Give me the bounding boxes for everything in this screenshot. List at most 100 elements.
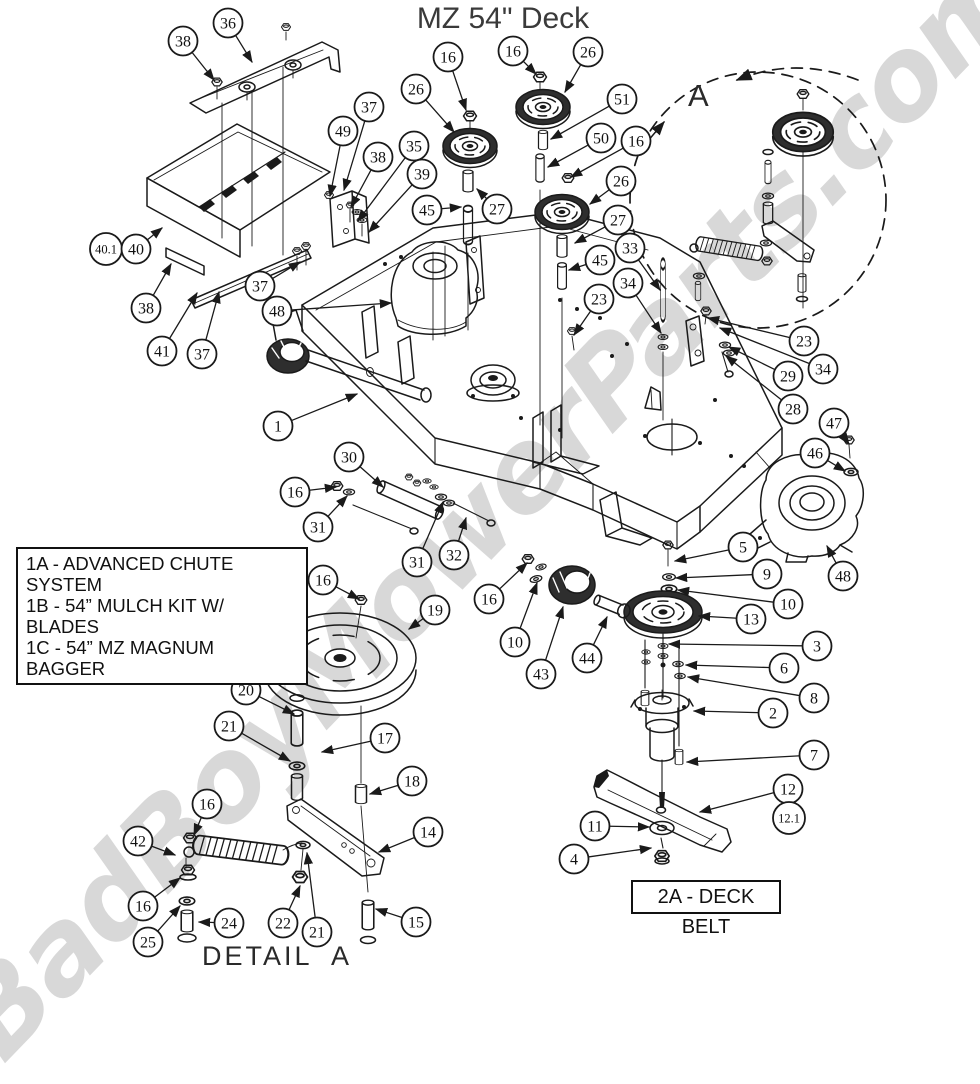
diagram-title: MZ 54" Deck: [383, 2, 623, 36]
callout-label-32: 32: [446, 548, 462, 565]
detail-idler-arm: [762, 221, 814, 262]
spindle-pulley: [624, 591, 702, 638]
spindle-housing: [631, 690, 693, 761]
leader-31: [423, 502, 443, 548]
detail-a-label: DETAIL A: [202, 941, 352, 972]
callout-label-31: 31: [310, 520, 326, 537]
leader-16: [500, 563, 527, 588]
deck-roller: [522, 555, 632, 620]
callout-label-16: 16: [199, 797, 215, 814]
callout-label-21: 21: [221, 719, 237, 736]
leader-38: [193, 53, 214, 80]
callout-label-42: 42: [130, 834, 146, 851]
parts-diagram: 3638162637493835394516265150162627274533…: [0, 0, 980, 980]
callout-label-34: 34: [815, 362, 831, 379]
deck-body: [302, 212, 782, 549]
legend-line-1c: 1C - 54” MZ MAGNUM BAGGER: [26, 637, 298, 679]
callout-label-10: 10: [507, 635, 523, 652]
callout-label-3: 3: [813, 639, 821, 656]
callout-label-16: 16: [505, 44, 521, 61]
leader-37: [206, 292, 219, 339]
leader-20: [260, 697, 294, 714]
callout-label-38: 38: [138, 301, 154, 318]
leader-31: [329, 496, 347, 516]
leader-4: [589, 848, 651, 857]
detail-circle-a: [630, 68, 886, 328]
blower-housing: [391, 236, 484, 334]
callout-label-38: 38: [370, 150, 386, 167]
callout-label-12.1: 12.1: [778, 812, 800, 826]
callout-label-40.1: 40.1: [95, 243, 117, 257]
leader-45: [569, 265, 585, 270]
callout-label-5: 5: [739, 540, 747, 557]
leader-41: [170, 293, 197, 338]
leader-46: [828, 461, 845, 471]
leader-42: [152, 846, 175, 855]
callout-label-11: 11: [587, 819, 602, 836]
callout-label-16: 16: [315, 573, 331, 590]
leader-13: [699, 616, 736, 618]
callout-label-48: 48: [835, 569, 851, 586]
chute-bracket-hardware: [292, 191, 369, 270]
leader-15: [376, 909, 401, 917]
callout-label-33: 33: [622, 241, 638, 258]
leader-38: [154, 264, 171, 295]
callout-label-7: 7: [810, 748, 818, 765]
legend-line-1a: 1A - ADVANCED CHUTE SYSTEM: [26, 553, 298, 595]
detail-idler-pulley: [773, 112, 833, 156]
callout-label-19: 19: [427, 603, 443, 620]
callout-label-37: 37: [252, 279, 268, 296]
leader-30: [361, 467, 383, 487]
leader-25: [158, 906, 180, 930]
leader-3: [669, 644, 802, 646]
leader-16: [524, 62, 536, 74]
leader-28: [726, 356, 781, 399]
callout-label-40: 40: [128, 242, 144, 259]
legend-box: 1A - ADVANCED CHUTE SYSTEM 1B - 54” MULC…: [16, 547, 308, 685]
leader-50: [548, 145, 587, 167]
callout-label-51: 51: [614, 92, 630, 109]
leader-26: [565, 65, 580, 92]
leader-16: [155, 878, 180, 897]
leader-7: [687, 756, 799, 762]
callout-label-16: 16: [628, 134, 644, 151]
callout-label-6: 6: [780, 661, 788, 678]
callout-label-9: 9: [763, 567, 771, 584]
deck-spindle-center: [467, 365, 519, 401]
section-a-label: A: [688, 78, 709, 114]
leader-49: [330, 146, 340, 196]
callout-label-24: 24: [221, 916, 237, 933]
legend-line-1b: 1B - 54” MULCH KIT W/ BLADES: [26, 595, 298, 637]
callout-label-43: 43: [533, 667, 549, 684]
leader-22: [289, 886, 300, 909]
leader-18: [370, 786, 397, 794]
callout-label-14: 14: [420, 825, 436, 842]
callout-label-12: 12: [780, 782, 796, 799]
pulley-left: [443, 129, 497, 168]
callout-label-20: 20: [238, 683, 254, 700]
callout-label-46: 46: [807, 446, 823, 463]
leader-39: [369, 185, 412, 232]
callout-label-23: 23: [796, 334, 812, 351]
callout-label-26: 26: [580, 45, 596, 62]
leader-38: [351, 171, 371, 207]
leader-1: [292, 394, 357, 420]
leader-27: [477, 189, 486, 198]
leader-16: [194, 818, 201, 835]
callout-label-39: 39: [414, 167, 430, 184]
callout-label-1: 1: [274, 419, 282, 436]
callout-label-13: 13: [743, 612, 759, 629]
callout-label-27: 27: [489, 202, 505, 219]
callout-label-50: 50: [593, 131, 609, 148]
callout-label-29: 29: [780, 369, 796, 386]
callout-label-26: 26: [613, 174, 629, 191]
callout-label-2: 2: [769, 706, 777, 723]
leader-12: [700, 793, 773, 812]
leader-16: [453, 72, 466, 110]
leader-45: [442, 207, 461, 209]
callout-label-38: 38: [175, 34, 191, 51]
callout-label-37: 37: [194, 347, 210, 364]
deck-brackets: [362, 306, 735, 545]
callout-label-21: 21: [309, 925, 325, 942]
callout-label-28: 28: [785, 402, 801, 419]
